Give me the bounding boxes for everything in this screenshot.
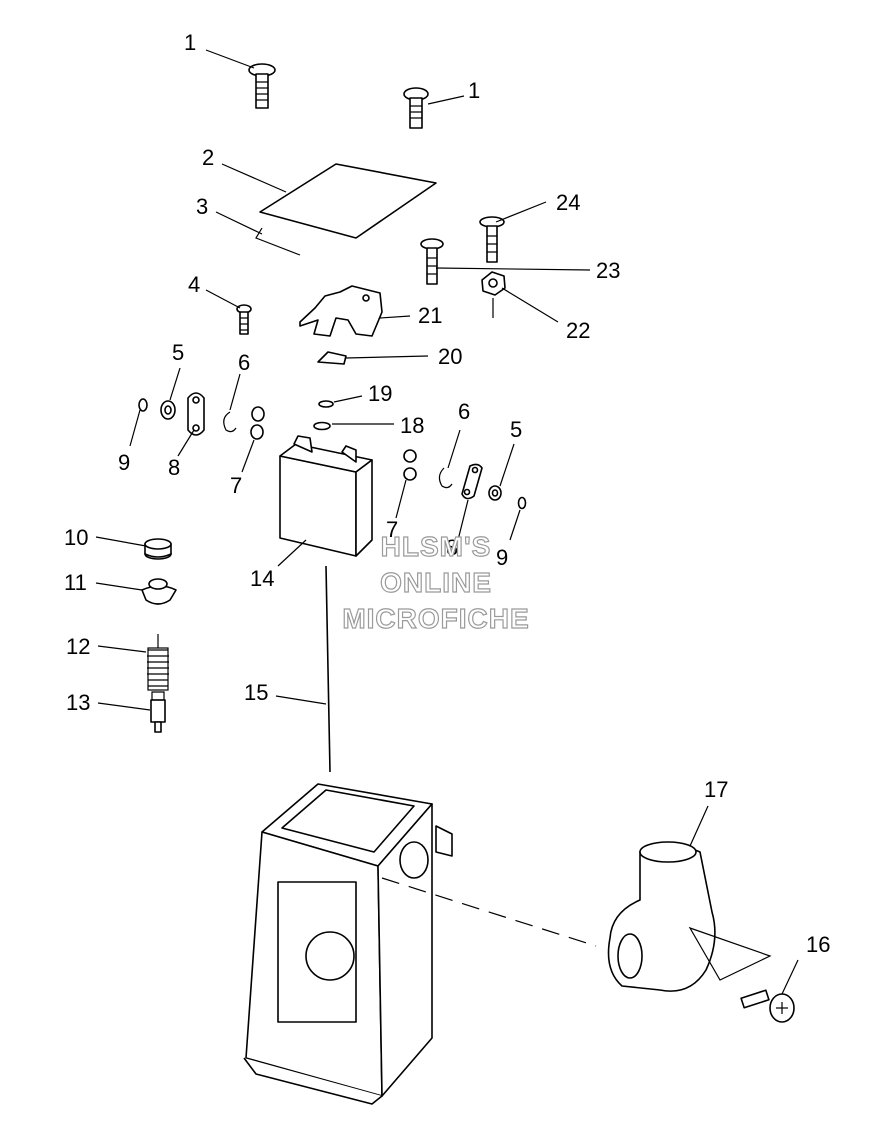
watermark-line-1: HLSM'S — [381, 531, 492, 562]
link-part-8b — [461, 463, 483, 500]
slide-block-part-14 — [279, 435, 373, 557]
clip-part-20 — [317, 351, 347, 365]
screw-part-1b — [403, 87, 429, 129]
callout-1b: 1 — [468, 78, 480, 103]
needle-part-13 — [150, 691, 166, 733]
callout-8a: 8 — [168, 455, 180, 480]
callout-7b: 7 — [386, 517, 398, 542]
leader-lines — [95, 49, 799, 995]
washer-part-19 — [318, 400, 334, 408]
callout-19: 19 — [368, 381, 392, 406]
callout-18: 18 — [400, 413, 424, 438]
callout-5a: 5 — [172, 340, 184, 365]
callout-6a: 6 — [238, 350, 250, 375]
callout-24: 24 — [556, 190, 580, 215]
clip-part-6b — [438, 467, 453, 489]
boot-part-17 — [607, 841, 772, 992]
gasket-part-3 — [255, 227, 301, 256]
nut-part-22 — [481, 271, 506, 318]
washer-part-5a — [160, 400, 176, 420]
cable-dashed-line — [381, 877, 597, 947]
callout-16: 16 — [806, 932, 830, 957]
rod-part-15 — [325, 565, 331, 773]
spring-part-12 — [147, 634, 169, 691]
watermark-line-2: ONLINE — [380, 567, 492, 598]
callout-labels: 1 1 2 3 4 5 6 9 8 7 24 23 22 21 20 19 18… — [64, 30, 830, 957]
callout-14: 14 — [250, 566, 274, 591]
callout-2: 2 — [202, 145, 214, 170]
ring-part-9b — [517, 496, 527, 510]
callout-7a: 7 — [230, 473, 242, 498]
bushing-part-7a — [250, 406, 265, 440]
nut-part-11 — [141, 578, 177, 605]
callout-12: 12 — [66, 634, 90, 659]
callout-11: 11 — [64, 570, 87, 595]
callout-9b: 9 — [496, 545, 508, 570]
callout-6b: 6 — [458, 399, 470, 424]
callout-17: 17 — [704, 777, 728, 802]
callout-4: 4 — [188, 272, 200, 297]
callout-9a: 9 — [118, 450, 130, 475]
bracket-part-21 — [299, 285, 383, 337]
callout-15: 15 — [244, 680, 268, 705]
callout-3: 3 — [196, 194, 208, 219]
screw-part-24 — [479, 216, 505, 263]
bushing-part-7b — [403, 449, 417, 481]
washer-part-18 — [313, 421, 331, 431]
watermark-line-3: MICROFICHE — [342, 603, 529, 634]
ring-part-9a — [138, 398, 148, 412]
watermark: HLSM'S ONLINE MICROFICHE — [342, 530, 530, 634]
link-part-8a — [187, 392, 205, 436]
callout-22: 22 — [566, 318, 590, 343]
callout-10: 10 — [64, 525, 88, 550]
callout-1a: 1 — [184, 30, 196, 55]
screw-part-1a — [248, 63, 276, 109]
plate-part-2 — [259, 163, 437, 239]
callout-8b: 8 — [446, 535, 458, 560]
callout-5b: 5 — [510, 417, 522, 442]
washer-part-5b — [488, 485, 502, 501]
screw-part-4 — [236, 304, 252, 335]
clip-part-6a — [223, 411, 237, 433]
screw-part-23 — [420, 238, 444, 285]
carburetor-body — [243, 783, 453, 1105]
cap-part-10 — [144, 538, 172, 560]
callout-20: 20 — [438, 344, 462, 369]
callout-23: 23 — [596, 258, 620, 283]
callout-13: 13 — [66, 690, 90, 715]
callout-21: 21 — [418, 303, 442, 328]
screw-part-16 — [740, 989, 795, 1023]
